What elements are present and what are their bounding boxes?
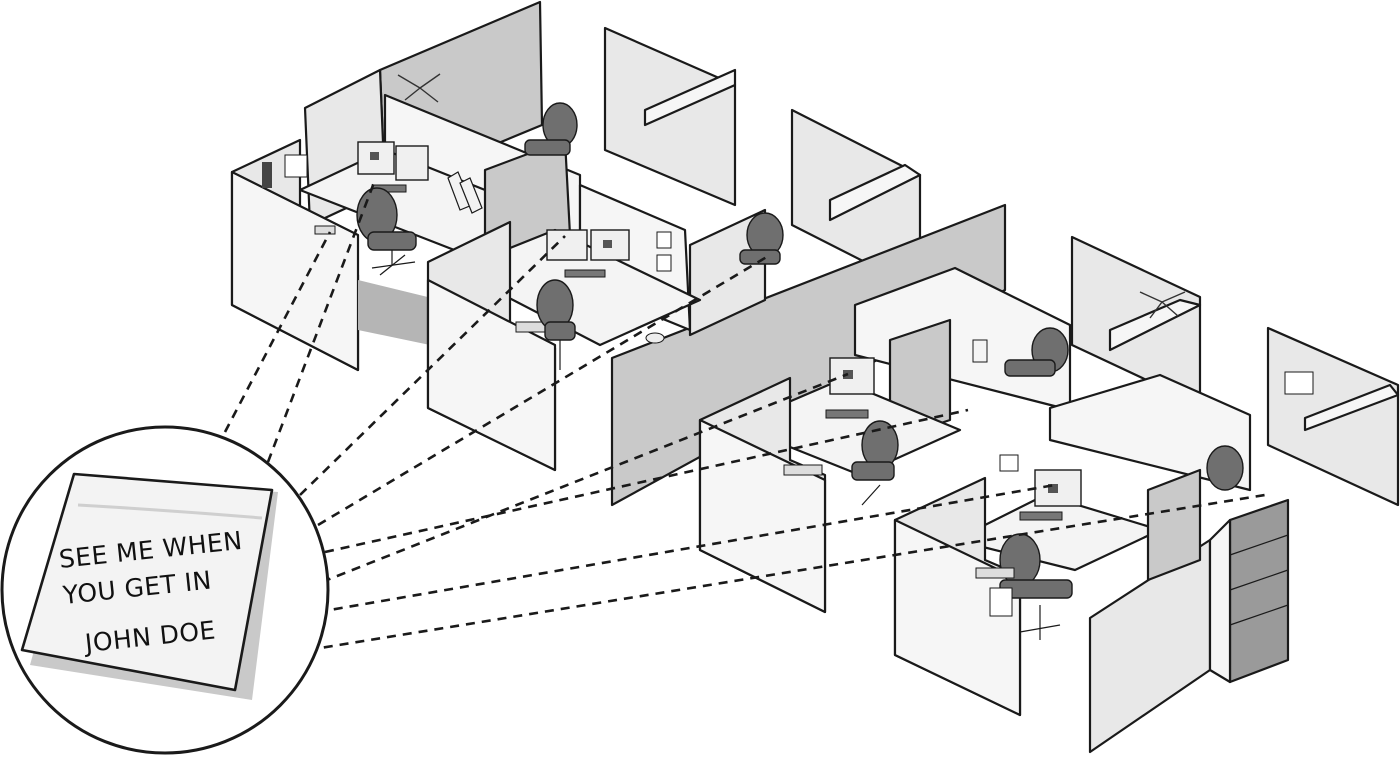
- monitor: [546, 229, 588, 261]
- office-chair: [739, 212, 784, 265]
- office-chair: [1004, 327, 1069, 377]
- office-chair: [851, 420, 899, 506]
- office-chair: [536, 279, 576, 370]
- office-chair: [524, 102, 578, 156]
- plant-icon: [397, 73, 441, 103]
- callout-lines: [223, 179, 1266, 652]
- monitor: [395, 145, 429, 181]
- monitor: [357, 141, 395, 175]
- office-chair: [356, 187, 417, 276]
- cubicle-cluster-right: [698, 235, 1400, 754]
- magnifier-callout: SEE ME WHEN YOU GET IN JOHN DOE: [0, 425, 330, 755]
- sticky-note: SEE ME WHEN YOU GET IN JOHN DOE: [20, 472, 274, 692]
- office-chair: [1206, 445, 1244, 491]
- plant-icon: [1139, 291, 1186, 319]
